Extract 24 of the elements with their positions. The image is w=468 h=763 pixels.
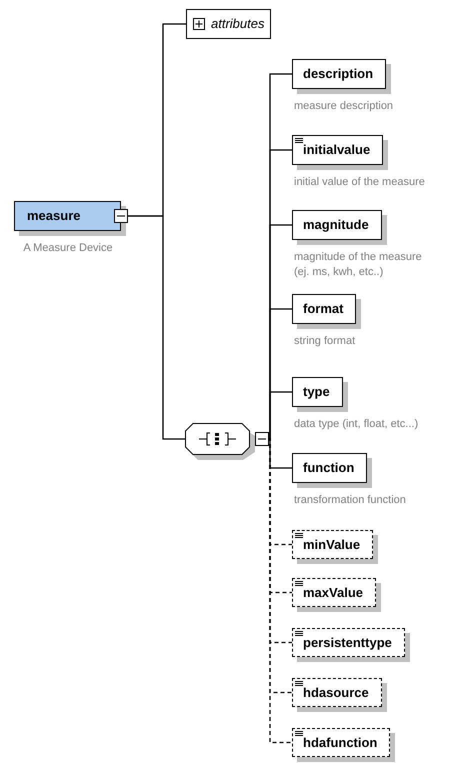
node-label: measure: [27, 207, 80, 226]
node-label: hdafunction: [303, 734, 378, 752]
connector-line: [268, 391, 292, 440]
node-label: initialvalue: [303, 141, 370, 160]
node-label: persistenttype: [303, 634, 392, 652]
node-caption: data type (int, float, etc...): [294, 417, 420, 432]
connector-line: [128, 215, 185, 440]
node-caption: transformation function: [294, 493, 407, 508]
node-label: type: [303, 383, 330, 402]
node-caption: initial value of the measure: [294, 175, 426, 190]
node-label: description: [303, 65, 374, 84]
node-label: attributes: [211, 15, 264, 34]
node-label: minValue: [303, 536, 360, 554]
node-caption: string format: [294, 334, 356, 349]
node-caption: A Measure Device: [22, 241, 114, 256]
node-label: format: [303, 300, 344, 318]
node-label: hdasource: [303, 684, 369, 702]
node-label: maxValue: [303, 584, 363, 602]
node-caption: measure description: [294, 99, 394, 114]
node-label: magnitude: [303, 216, 369, 234]
node-caption: magnitude of the measure (ej. ms, kwh, etc..): [294, 250, 423, 280]
node-label: function: [303, 459, 354, 478]
attributes-box: [186, 9, 272, 39]
connector-line: [268, 438, 292, 469]
